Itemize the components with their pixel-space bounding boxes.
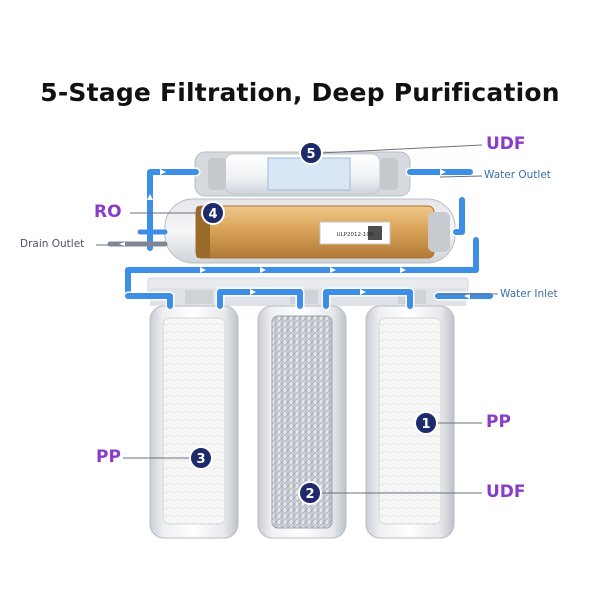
leader-lines <box>96 144 498 494</box>
stage-badge-4-number: 4 <box>208 207 217 222</box>
flow-tubes <box>107 167 495 311</box>
stage-badge-1: 1 <box>414 411 438 435</box>
canister-left <box>149 305 239 539</box>
ro-housing: ULP2012-100 <box>164 198 456 264</box>
flow-arrows <box>119 169 470 299</box>
stage-label-3: PP <box>96 447 121 467</box>
stage-badge-2: 2 <box>298 481 322 505</box>
stage-badge-3: 3 <box>189 446 213 470</box>
stage-badge-3-number: 3 <box>196 452 205 467</box>
stage-badge-4: 4 <box>201 201 225 225</box>
stage-badge-2-number: 2 <box>305 487 314 502</box>
stage-badge-1-number: 1 <box>421 417 430 432</box>
canister-middle <box>257 305 347 539</box>
drain-outlet-label: Drain Outlet <box>20 238 85 250</box>
water-outlet-label: Water Outlet <box>484 169 551 181</box>
water-inlet-label: Water Inlet <box>500 288 558 300</box>
stage-badge-5: 5 <box>299 141 323 165</box>
diagram-title: 5-Stage Filtration, Deep Purification <box>40 78 560 107</box>
stage-label-1: PP <box>486 412 511 432</box>
stage-label-4: RO <box>94 202 122 222</box>
mounting-frame <box>147 277 469 306</box>
stage-label-5: UDF <box>486 134 526 154</box>
ro-model-text: ULP2012-100 <box>337 232 374 238</box>
canister-right <box>365 305 455 539</box>
stage-label-2: UDF <box>486 482 526 502</box>
stage-badge-5-number: 5 <box>306 147 315 162</box>
